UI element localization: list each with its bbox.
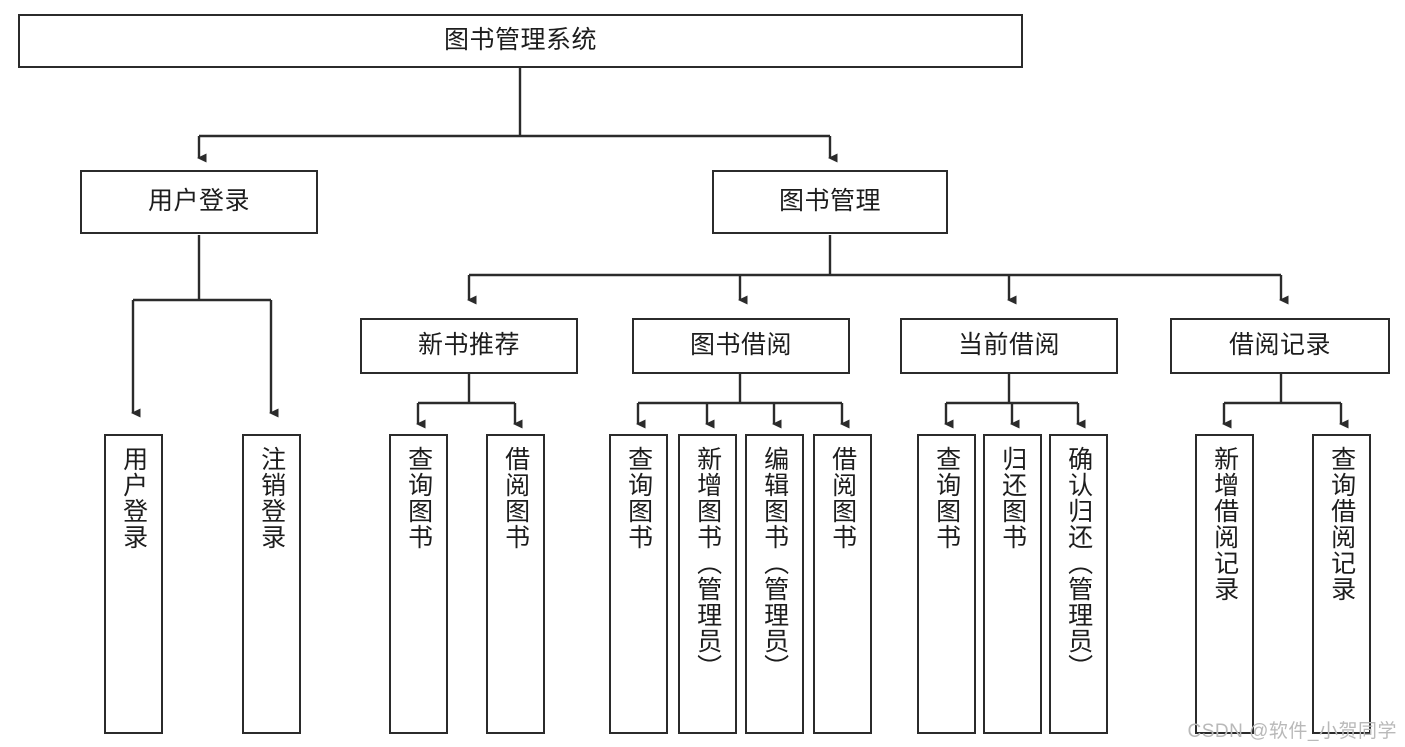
node-book-borrow-label: 图书借阅: [689, 331, 792, 360]
node-book-borrow[interactable]: 图书借阅: [632, 318, 850, 374]
node-leaf-edit-book-admin-label: 编辑图书（管理员）: [760, 446, 789, 680]
node-new-book-recommend-label: 新书推荐: [417, 331, 520, 360]
node-leaf-query-book-current[interactable]: 查询图书: [917, 434, 976, 734]
node-leaf-borrow-book[interactable]: 借阅图书: [813, 434, 872, 734]
node-leaf-return-book[interactable]: 归还图书: [983, 434, 1042, 734]
node-leaf-query-book-current-label: 查询图书: [932, 446, 961, 550]
node-new-book-recommend[interactable]: 新书推荐: [360, 318, 578, 374]
node-root[interactable]: 图书管理系统: [18, 14, 1023, 68]
node-leaf-query-book-borrow[interactable]: 查询图书: [609, 434, 668, 734]
node-current-borrow[interactable]: 当前借阅: [900, 318, 1118, 374]
node-leaf-edit-book-admin[interactable]: 编辑图书（管理员）: [745, 434, 804, 734]
node-leaf-add-book-admin-label: 新增图书（管理员）: [693, 446, 722, 680]
node-user-login-label: 用户登录: [147, 187, 250, 216]
node-leaf-user-login-label: 用户登录: [119, 446, 148, 550]
node-leaf-borrow-book-recommend-label: 借阅图书: [501, 446, 530, 550]
node-leaf-return-book-label: 归还图书: [998, 446, 1027, 550]
node-leaf-query-borrow-record[interactable]: 查询借阅记录: [1312, 434, 1371, 734]
node-root-label: 图书管理系统: [443, 26, 597, 55]
node-current-borrow-label: 当前借阅: [957, 331, 1060, 360]
node-user-login[interactable]: 用户登录: [80, 170, 318, 234]
node-leaf-borrow-book-recommend[interactable]: 借阅图书: [486, 434, 545, 734]
node-leaf-add-borrow-record[interactable]: 新增借阅记录: [1195, 434, 1254, 734]
node-leaf-confirm-return-admin[interactable]: 确认归还（管理员）: [1049, 434, 1108, 734]
node-book-management-label: 图书管理: [778, 187, 881, 216]
node-leaf-query-book-recommend[interactable]: 查询图书: [389, 434, 448, 734]
node-book-management[interactable]: 图书管理: [712, 170, 948, 234]
node-leaf-query-book-borrow-label: 查询图书: [624, 446, 653, 550]
node-borrow-record-label: 借阅记录: [1228, 331, 1331, 360]
node-leaf-user-login[interactable]: 用户登录: [104, 434, 163, 734]
node-leaf-logout-label: 注销登录: [257, 446, 286, 550]
node-leaf-add-book-admin[interactable]: 新增图书（管理员）: [678, 434, 737, 734]
node-leaf-query-borrow-record-label: 查询借阅记录: [1327, 446, 1356, 602]
node-leaf-logout[interactable]: 注销登录: [242, 434, 301, 734]
node-leaf-add-borrow-record-label: 新增借阅记录: [1210, 446, 1239, 602]
node-borrow-record[interactable]: 借阅记录: [1170, 318, 1390, 374]
node-leaf-borrow-book-label: 借阅图书: [828, 446, 857, 550]
node-leaf-query-book-recommend-label: 查询图书: [404, 446, 433, 550]
csdn-watermark: CSDN @软件_小贺同学: [1187, 721, 1397, 742]
node-leaf-confirm-return-admin-label: 确认归还（管理员）: [1064, 446, 1093, 680]
